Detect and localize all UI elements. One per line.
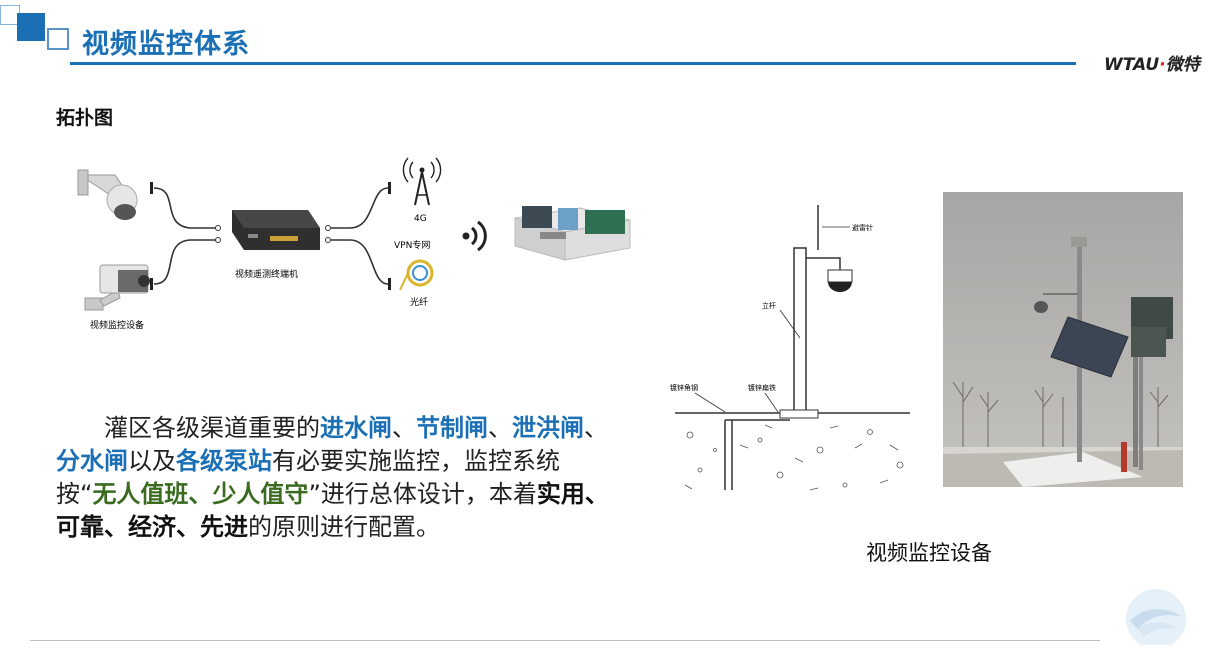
corner-square-blue (17, 13, 45, 41)
box-camera-icon (84, 264, 150, 311)
control-room-icon (514, 206, 631, 261)
title-underline (70, 62, 1076, 65)
cell-tower-icon (402, 157, 442, 206)
para-highlight-4: 分水闸 (56, 447, 128, 475)
camera-label: 视频监控设备 (90, 319, 144, 331)
label-vpn: VPN专网 (394, 239, 430, 251)
para-text-4: ”进行总体设计，本着 (308, 480, 537, 508)
para-sep-2: 、 (488, 414, 512, 442)
para-sep-1: 、 (392, 414, 416, 442)
grounding-steel (724, 419, 790, 490)
para-highlight-2: 节制闸 (416, 414, 488, 442)
para-sep-3: 、 (584, 414, 608, 442)
para-text-5: 的原则进行配置。 (248, 513, 440, 541)
para-text-1: 灌区各级渠道重要的 (104, 414, 320, 442)
para-highlight-1: 进水闸 (320, 414, 392, 442)
wireless-signal-icon (462, 220, 487, 252)
description-paragraph: 灌区各级渠道重要的进水闸、节制闸、泄洪闸、分水闸以及各级泵站有必要实施监控，监控… (56, 412, 618, 544)
fiber-coil-icon (399, 259, 434, 291)
label-ground-flat: 镀锌扁铁 (748, 383, 776, 392)
logo-cn: 微特 (1165, 55, 1200, 75)
terminal-device-icon (232, 210, 320, 250)
watermark-logo (1126, 589, 1186, 645)
para-highlight-3: 泄洪闸 (512, 414, 584, 442)
installation-photo (943, 192, 1183, 487)
label-lightning-rod: 避雷针 (852, 223, 873, 232)
para-text-3: 有必要实施监控，监控系统按“ (56, 447, 560, 508)
label-ground-steel: 镀锌角钢 (670, 383, 698, 392)
topology-diagram: 视频监控设备 视频遥测终端机 4G VPN专网 光纤 (77, 157, 631, 331)
photo-caption: 视频监控设备 (866, 541, 992, 565)
logo-mark: · (1159, 55, 1166, 75)
pole (793, 247, 807, 414)
dome-camera-icon (77, 169, 138, 220)
para-highlight-green: 无人值班、少人值守 (92, 480, 309, 508)
topology-heading: 拓扑图 (56, 107, 114, 129)
indent (56, 414, 104, 442)
concrete-texture (684, 424, 904, 491)
page-title: 视频监控体系 (82, 29, 250, 60)
installation-diagram: 避雷针 立杆 镀锌角钢 镀锌扁铁 (670, 205, 910, 491)
pole-photo-illustration (943, 192, 1183, 487)
para-text-2: 以及 (128, 447, 176, 475)
bare-trees (952, 381, 1169, 452)
dome-camera-icon (828, 282, 852, 292)
footer-divider (30, 640, 1100, 641)
label-fiber: 光纤 (410, 296, 428, 308)
para-highlight-5: 各级泵站 (176, 447, 272, 475)
logo-text: WTAU (1104, 55, 1160, 75)
label-pole: 立杆 (762, 301, 776, 310)
brand-logo: WTAU·微特 (1104, 50, 1200, 75)
corner-square-outline (47, 28, 69, 50)
para-bold-principles: 实用、可靠、经济、先进 (56, 480, 609, 541)
terminal-label: 视频遥测终端机 (235, 268, 298, 280)
label-4g: 4G (414, 214, 427, 224)
